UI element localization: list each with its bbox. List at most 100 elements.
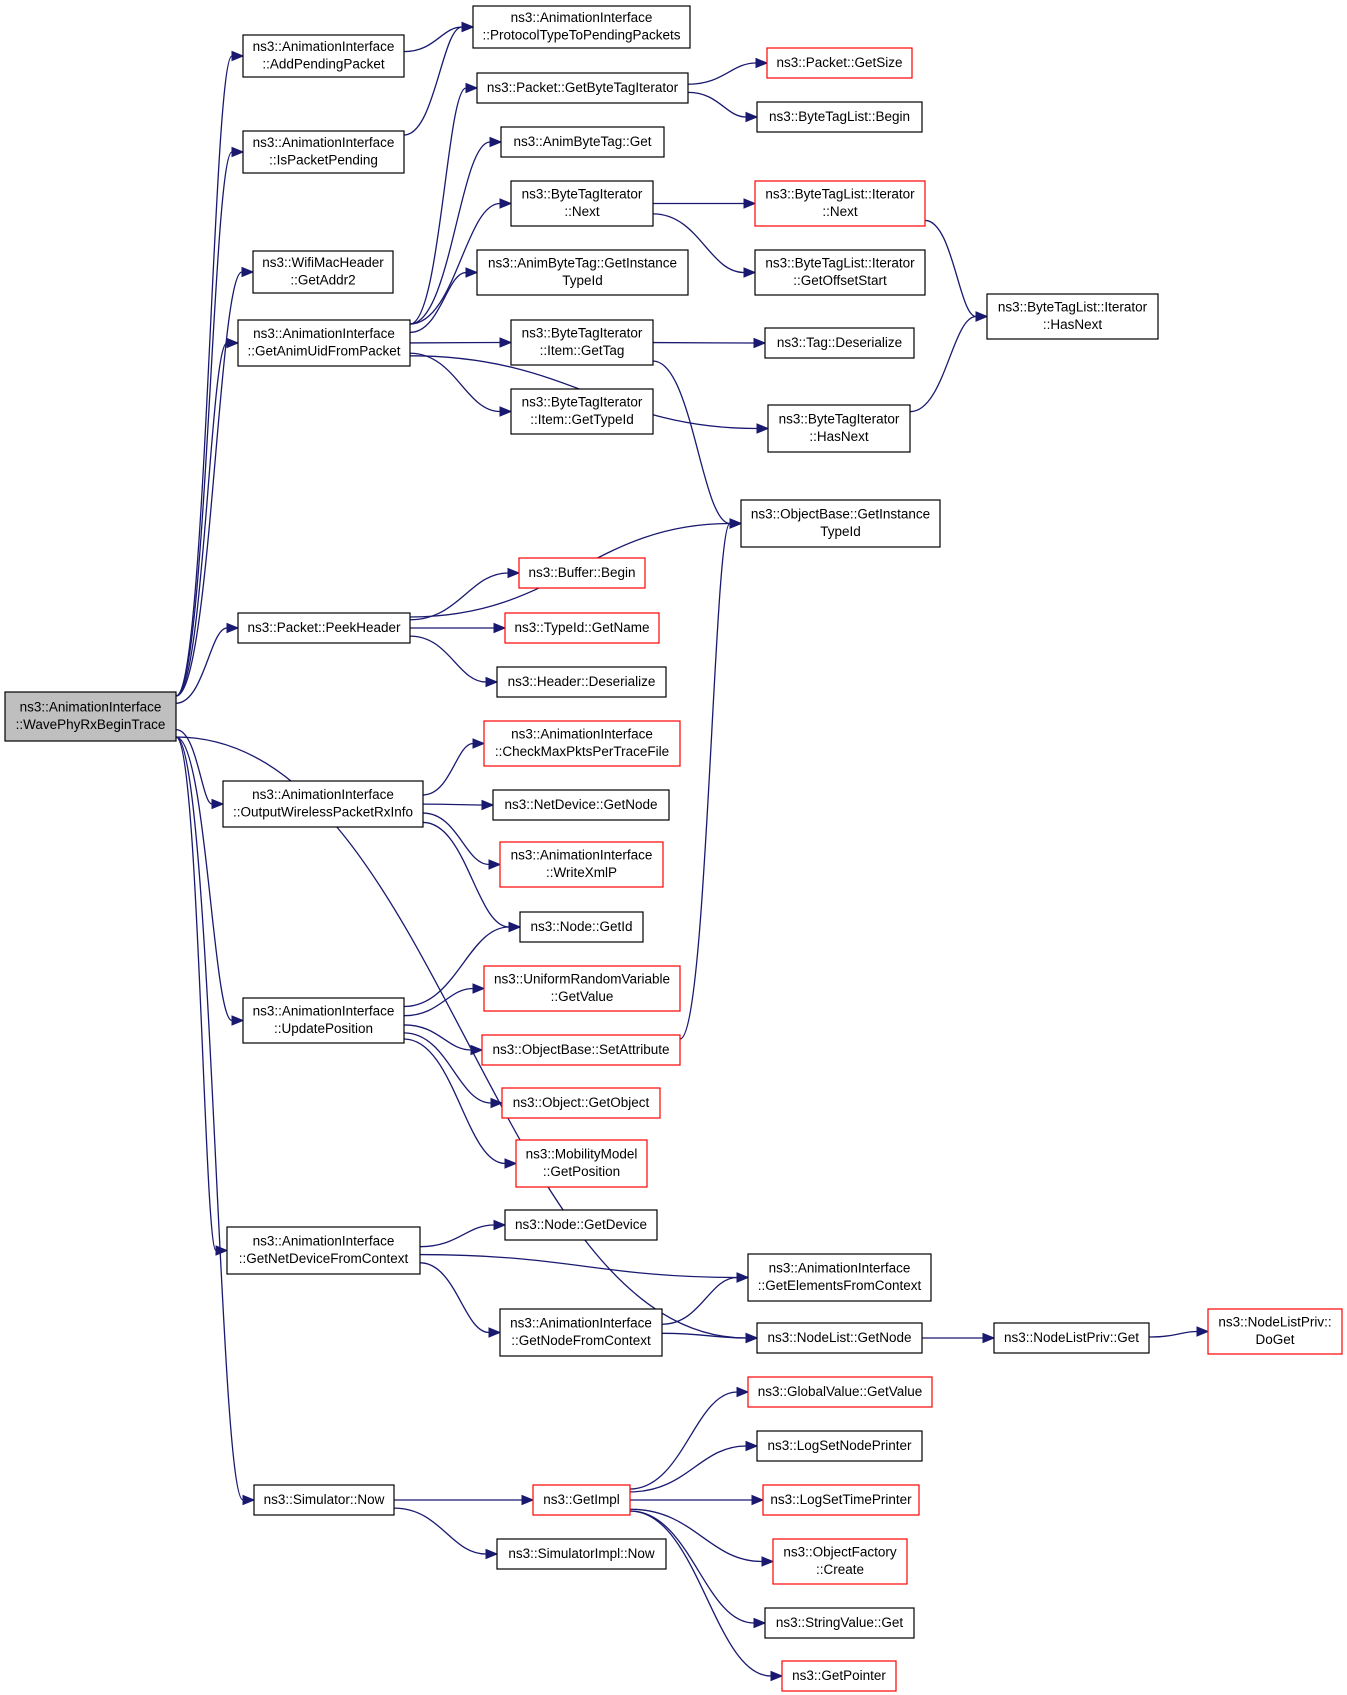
function-node-mobilitypos[interactable]: ns3::MobilityModel::GetPosition — [515, 1139, 648, 1188]
node-box — [496, 1538, 667, 1570]
function-node-logsetnode[interactable]: ns3::LogSetNodePrinter — [756, 1430, 923, 1462]
function-node-updateposition[interactable]: ns3::AnimationInterface::UpdatePosition — [242, 997, 405, 1044]
function-node-btlinext[interactable]: ns3::ByteTagList::Iterator::Next — [754, 180, 926, 227]
function-node-getpointer[interactable]: ns3::GetPointer — [781, 1660, 897, 1692]
function-node-btlioffset[interactable]: ns3::ByteTagList::Iterator::GetOffsetSta… — [754, 249, 926, 296]
function-node-stringget[interactable]: ns3::StringValue::Get — [764, 1607, 915, 1639]
function-node-netdevgetnode[interactable]: ns3::NetDevice::GetNode — [492, 789, 670, 821]
arrowhead-outputwireless-to-writexmlp — [488, 859, 502, 870]
call-edge-setattribute-to-objbasetypeid — [679, 522, 731, 1040]
function-node-getobject[interactable]: ns3::Object::GetObject — [501, 1087, 661, 1119]
node-box — [476, 72, 689, 104]
node-label-line: ::GetOffsetStart — [793, 273, 887, 288]
function-node-outputwireless[interactable]: ns3::AnimationInterface::OutputWirelessP… — [222, 780, 424, 828]
function-node-peekheader[interactable]: ns3::Packet::PeekHeader — [237, 612, 411, 644]
function-node-simnow[interactable]: ns3::Simulator::Now — [253, 1484, 395, 1516]
function-node-itemgettag[interactable]: ns3::ByteTagIterator::Item::GetTag — [510, 319, 654, 366]
function-node-setattribute[interactable]: ns3::ObjectBase::SetAttribute — [481, 1034, 681, 1066]
node-label-line: ns3::AnimationInterface — [252, 787, 394, 802]
function-node-objfactory[interactable]: ns3::ObjectFactory::Create — [772, 1538, 908, 1585]
function-node-headerdeser[interactable]: ns3::Header::Deserialize — [496, 666, 667, 698]
function-node-tagdeser[interactable]: ns3::Tag::Deserialize — [764, 327, 915, 359]
node-label-line: ns3::AnimByteTag::GetInstance — [488, 256, 677, 271]
node-box — [747, 1376, 933, 1408]
arrowhead-nodelistgetnode-to-nodelistprivget — [982, 1332, 996, 1344]
node-box — [472, 5, 691, 49]
call-edge-btlinext-to-btlihasnext — [924, 219, 977, 318]
arrowhead-getanimuid-to-getbytetagit — [465, 82, 479, 94]
call-edge-peekheader-to-bufbegin — [409, 572, 509, 621]
function-node-logsettime[interactable]: ns3::LogSetTimePrinter — [762, 1484, 920, 1516]
function-node-simimplnow[interactable]: ns3::SimulatorImpl::Now — [496, 1538, 667, 1570]
node-label-line: ::Next — [822, 204, 858, 219]
arrowhead-btinext-to-btlinext — [743, 198, 757, 209]
arrowhead-setattribute-to-objbasetypeid — [729, 518, 743, 529]
function-node-getanimuid[interactable]: ns3::AnimationInterface::GetAnimUidFromP… — [237, 319, 411, 367]
function-node-nodegetid[interactable]: ns3::Node::GetId — [519, 911, 644, 943]
node-box — [754, 249, 926, 296]
arrowhead-root-to-getaddr2 — [241, 266, 255, 278]
call-edge-updateposition-to-mobilitypos — [403, 1038, 506, 1165]
node-label-line: ::ProtocolTypeToPendingPackets — [482, 28, 680, 43]
function-node-getnodefromctx[interactable]: ns3::AnimationInterface::GetNodeFromCont… — [499, 1308, 663, 1357]
function-node-btinext[interactable]: ns3::ByteTagIterator::Next — [510, 180, 654, 227]
function-node-nodelistprivdoget[interactable]: ns3::NodeListPriv::DoGet — [1207, 1308, 1343, 1355]
node-label-line: ns3::AnimationInterface — [20, 700, 162, 715]
function-node-protocoltype[interactable]: ns3::AnimationInterface::ProtocolTypeToP… — [472, 5, 691, 49]
node-label-line: ns3::UniformRandomVariable — [494, 972, 670, 987]
node-box — [500, 126, 665, 158]
function-node-globalgetvalue[interactable]: ns3::GlobalValue::GetValue — [747, 1376, 933, 1408]
function-node-root[interactable]: ns3::AnimationInterface::WavePhyRxBeginT… — [4, 691, 177, 742]
call-edges — [175, 21, 1210, 1682]
function-node-pktgetsize[interactable]: ns3::Packet::GetSize — [766, 47, 913, 79]
node-box — [4, 691, 177, 742]
function-node-nodelistprivget[interactable]: ns3::NodeListPriv::Get — [993, 1322, 1150, 1354]
node-label-line: ns3::ObjectBase::GetInstance — [751, 507, 930, 522]
arrowhead-updateposition-to-nodegetid — [508, 921, 522, 933]
function-node-getnetdevfromctx[interactable]: ns3::AnimationInterface::GetNetDeviceFro… — [226, 1226, 421, 1275]
arrowhead-root-to-addpending — [231, 50, 245, 62]
node-label-line: TypeId — [562, 273, 603, 288]
function-node-btlihasnext[interactable]: ns3::ByteTagList::Iterator::HasNext — [986, 293, 1159, 340]
node-box — [532, 1484, 631, 1516]
function-node-btihasnext[interactable]: ns3::ByteTagIterator::HasNext — [767, 404, 911, 453]
node-box — [237, 612, 411, 644]
function-node-animget[interactable]: ns3::AnimByteTag::Get — [500, 126, 665, 158]
node-label-line: ns3::AnimationInterface — [253, 39, 395, 54]
function-node-nodegetdevice[interactable]: ns3::Node::GetDevice — [504, 1209, 658, 1241]
node-box — [499, 1308, 663, 1357]
call-edge-root-to-nodelistgetnode — [175, 736, 747, 1339]
function-node-uniformgetvalue[interactable]: ns3::UniformRandomVariable::GetValue — [483, 965, 681, 1012]
call-edge-getnetdevfromctx-to-getnodefromctx — [419, 1262, 490, 1334]
node-label-line: ::GetNetDeviceFromContext — [239, 1251, 409, 1266]
call-edge-getanimuid-to-btinext — [409, 202, 501, 325]
arrowhead-updateposition-to-setattribute — [470, 1044, 484, 1056]
function-node-getaddr2[interactable]: ns3::WifiMacHeader::GetAddr2 — [252, 250, 394, 294]
call-edge-outputwireless-to-checkmax — [422, 742, 474, 796]
function-node-getelements[interactable]: ns3::AnimationInterface::GetElementsFrom… — [747, 1253, 932, 1302]
node-label-line: ::OutputWirelessPacketRxInfo — [233, 805, 413, 820]
function-node-typeidname[interactable]: ns3::TypeId::GetName — [504, 612, 660, 644]
node-box — [504, 1209, 658, 1241]
function-node-getimpl[interactable]: ns3::GetImpl — [532, 1484, 631, 1516]
call-edge-getanimuid-to-animget — [409, 141, 491, 325]
call-edge-root-to-simnow — [175, 736, 244, 1501]
function-node-nodelistgetnode[interactable]: ns3::NodeList::GetNode — [756, 1322, 923, 1354]
arrowhead-simnow-to-simimplnow — [485, 1548, 499, 1560]
node-label-line: ::GetNodeFromContext — [511, 1333, 651, 1348]
node-box — [993, 1322, 1150, 1354]
function-node-bufbegin[interactable]: ns3::Buffer::Begin — [518, 557, 646, 589]
function-node-btlbegin[interactable]: ns3::ByteTagList::Begin — [756, 101, 923, 133]
function-node-itemgettypeid[interactable]: ns3::ByteTagIterator::Item::GetTypeId — [510, 388, 654, 435]
function-node-getbytetagit[interactable]: ns3::Packet::GetByteTagIterator — [476, 72, 689, 104]
arrowhead-getimpl-to-stringget — [753, 1617, 767, 1629]
function-node-addpending[interactable]: ns3::AnimationInterface::AddPendingPacke… — [242, 34, 405, 78]
arrowhead-outputwireless-to-netdevgetnode — [481, 799, 495, 811]
arrowhead-getimpl-to-logsettime — [751, 1494, 765, 1506]
arrowhead-peekheader-to-typeidname — [493, 622, 507, 634]
function-node-ispending[interactable]: ns3::AnimationInterface::IsPacketPending — [242, 130, 405, 174]
function-node-writexmlp[interactable]: ns3::AnimationInterface::WriteXmlP — [499, 841, 664, 888]
function-node-checkmax[interactable]: ns3::AnimationInterface::CheckMaxPktsPer… — [483, 720, 681, 767]
